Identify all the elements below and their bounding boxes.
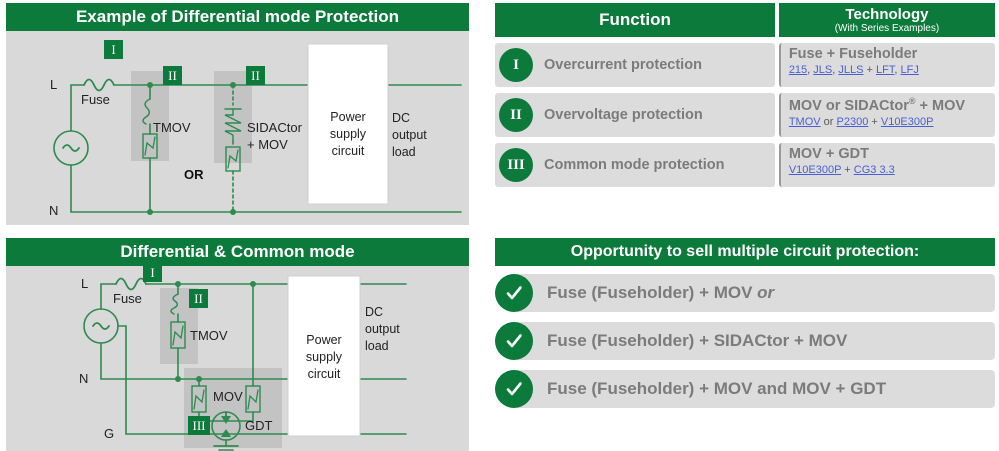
technology-series: V10E300P + CG3 3.3 (789, 164, 995, 177)
technology-main: MOV + GDT (788, 146, 869, 162)
function-cell: II Overvoltage protection (495, 93, 775, 137)
badge-i: I (104, 40, 123, 59)
badge-ii: II (189, 289, 208, 308)
check-icon (495, 370, 533, 408)
technology-main: Fuse + Fuseholder (788, 46, 918, 62)
roman-badge: III (499, 148, 533, 182)
series-separator: , (832, 63, 839, 76)
protection-function-table: Function Technology (With Series Example… (495, 3, 995, 187)
opportunity-title-bar: Opportunity to sell multiple circuit pro… (495, 238, 995, 266)
function-cell: III Common mode protection (495, 143, 775, 187)
opportunity-label: Fuse (Fuseholder) + MOV and MOV + GDT (547, 379, 887, 398)
opportunity-item-background (513, 322, 995, 360)
opportunity-item-background (513, 370, 995, 408)
check-icon (495, 322, 533, 360)
junction-dots (147, 82, 236, 215)
opportunity-label: Fuse (Fuseholder) + SIDACtor + MOV (547, 331, 848, 350)
label-mov: MOV (213, 389, 243, 404)
opportunity-item: Fuse (Fuseholder) + SIDACtor + MOV (495, 320, 995, 362)
check-icon (495, 274, 533, 312)
series-link[interactable]: V10E300P (880, 115, 934, 128)
technology-series: 215, JLS, JLLS + LFT, LFJ (789, 64, 995, 77)
power-supply-label: Power supply circuit (329, 110, 367, 158)
label-fuse: Fuse (81, 92, 110, 107)
series-separator: + (841, 163, 854, 176)
badge-ii-b: II (246, 66, 265, 85)
power-supply-box (287, 275, 361, 437)
label-neutral: N (79, 371, 89, 386)
series-link[interactable]: P2300 (836, 115, 869, 128)
opportunity-item-background (513, 274, 995, 312)
column-header-technology: Technology (With Series Examples) (778, 3, 995, 37)
badge-i: I (143, 263, 162, 282)
series-link[interactable]: LFT (876, 63, 895, 76)
label-line: L (81, 276, 89, 291)
opportunity-item: Fuse (Fuseholder) + MOV or (495, 272, 995, 314)
series-separator: + (868, 115, 881, 128)
opportunity-item: Fuse (Fuseholder) + MOV and MOV + GDT (495, 368, 995, 410)
technology-series: TMOV or P2300 + V10E300P (789, 116, 995, 129)
label-gdt: GDT (245, 418, 273, 433)
series-link[interactable]: LFJ (900, 63, 919, 76)
label-or: OR (184, 167, 204, 182)
series-link[interactable]: JLLS (838, 63, 864, 76)
differential-mode-title: Example of Differential mode Protection (75, 7, 400, 27)
differential-mode-title-bar: Example of Differential mode Protection (6, 3, 469, 31)
series-link[interactable]: 215 (788, 63, 808, 76)
opportunity-list: Fuse (Fuseholder) + MOV or Fuse (Fusehold… (495, 272, 995, 410)
common-mode-title-bar: Differential & Common mode (6, 238, 469, 266)
function-label: Common mode protection (544, 157, 725, 173)
series-separator: , (894, 63, 901, 76)
series-separator: , (807, 63, 814, 76)
common-mode-schematic (83, 275, 407, 451)
series-separator: or (820, 115, 837, 128)
common-mode-diagram: I II III L N G Fuse TMOV MOV GDT Power s… (6, 263, 469, 451)
differential-mode-schematic (53, 43, 462, 215)
table-body: I Overcurrent protection Fuse + Fuseholder… (495, 43, 995, 187)
power-supply-label: Power supply circuit (305, 333, 343, 381)
differential-mode-panel: Example of Differential mode Protection (6, 3, 469, 225)
dc-output-label: DC output load (365, 305, 400, 353)
opportunity-label-emphasis: or (757, 283, 775, 302)
column-header-technology-sub: (With Series Examples) (834, 22, 940, 34)
function-label: Overcurrent protection (544, 57, 702, 73)
power-supply-box (307, 43, 389, 205)
technology-main: MOV or SIDACtor® + MOV (788, 96, 966, 114)
roman-badge: II (499, 98, 533, 132)
badge-ii-a: II (163, 66, 182, 85)
label-sidactor: SIDACtor + MOV (247, 120, 302, 152)
table-row: I Overcurrent protection Fuse + Fuseholder… (495, 43, 995, 87)
label-fuse: Fuse (113, 291, 142, 306)
function-label: Overvoltage protection (544, 107, 703, 123)
junction-dots (175, 281, 256, 437)
differential-mode-diagram: I II II L N Fuse TMOV SIDACtor + MOV OR … (6, 31, 469, 225)
series-separator: + (863, 63, 877, 76)
common-mode-panel: Differential & Common mode (6, 238, 469, 451)
opportunity-label: Fuse (Fuseholder) + MOV or (547, 283, 775, 302)
function-cell: I Overcurrent protection (495, 43, 775, 87)
opportunity-title: Opportunity to sell multiple circuit pro… (570, 242, 920, 260)
label-tmov: TMOV (190, 328, 228, 343)
label-tmov: TMOV (153, 120, 191, 135)
table-row: II Overvoltage protection MOV or SIDACtor®… (495, 93, 995, 137)
dc-output-label: DC output load (392, 111, 427, 159)
roman-badge: I (499, 48, 533, 82)
series-link[interactable]: JLS (813, 63, 833, 76)
table-header-row: Function Technology (With Series Example… (495, 3, 995, 37)
label-neutral: N (49, 203, 59, 218)
label-ground: G (104, 426, 115, 441)
series-link[interactable]: TMOV (788, 115, 821, 128)
column-header-function: Function (495, 3, 775, 37)
label-line: L (50, 77, 58, 92)
badge-iii: III (188, 416, 210, 435)
opportunity-panel: Opportunity to sell multiple circuit pro… (495, 238, 995, 438)
series-link[interactable]: V10E300P (788, 163, 842, 176)
common-mode-title: Differential & Common mode (120, 242, 355, 262)
series-link[interactable]: CG3 3.3 (853, 163, 895, 176)
